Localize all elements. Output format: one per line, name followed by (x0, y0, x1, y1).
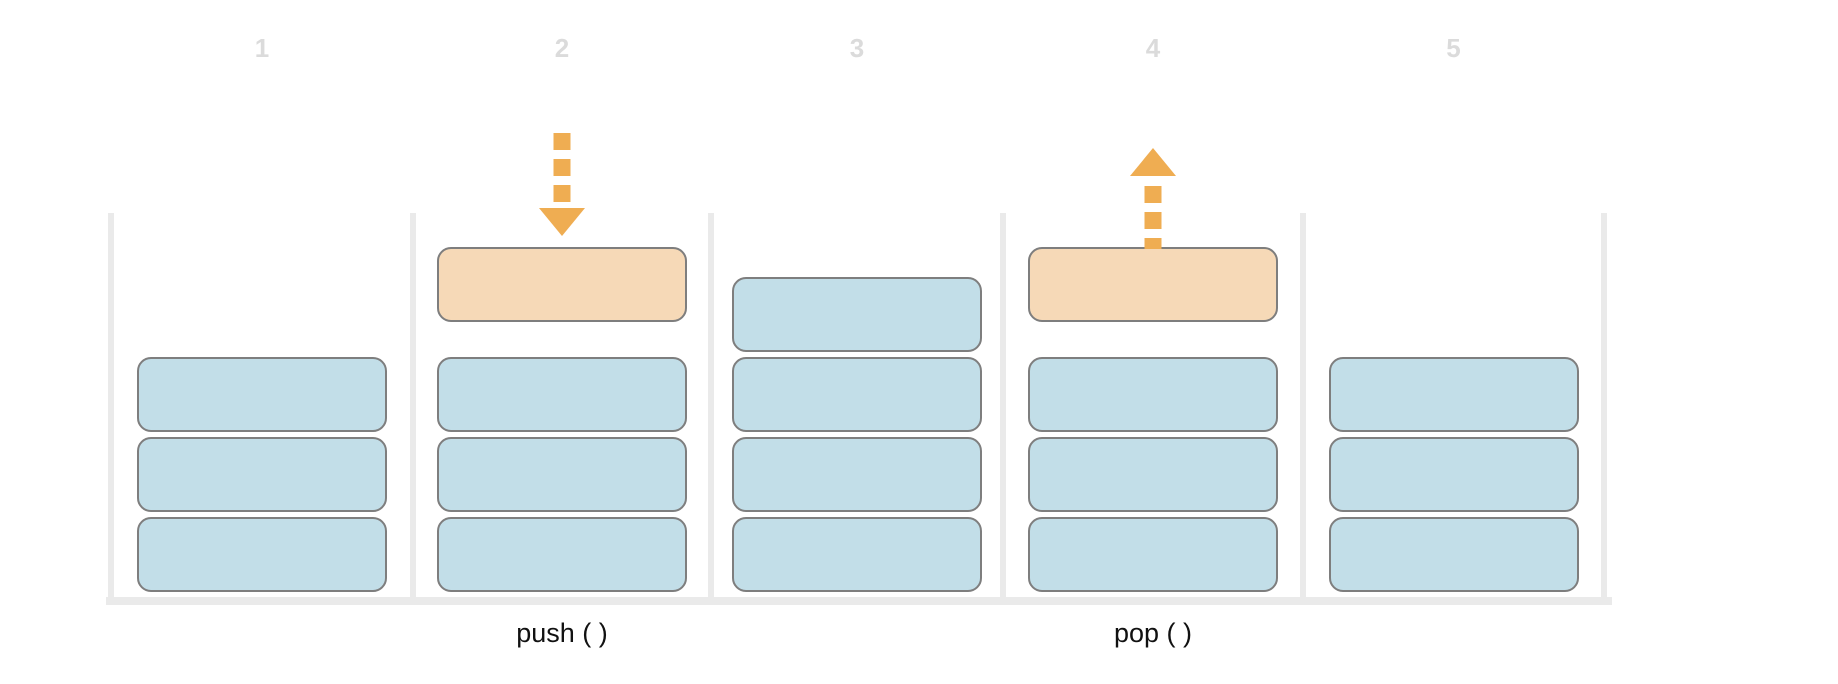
stack-block-blue (732, 277, 982, 352)
container-right-wall (1601, 213, 1607, 597)
stack-block-blue (437, 357, 687, 432)
pop-arrow-icon (1130, 148, 1176, 249)
stack-block-blue (732, 357, 982, 432)
pop-operation-label: pop ( ) (1113, 618, 1193, 648)
column-index-4: 4 (1145, 33, 1161, 63)
floating-stack-block-orange (1028, 247, 1278, 322)
stack-block-blue (1028, 517, 1278, 592)
column-divider-2 (708, 213, 714, 597)
push-arrow-icon (539, 133, 585, 236)
stack-column-4 (1006, 213, 1300, 597)
stack-block-blue (437, 517, 687, 592)
container-baseline (106, 597, 1612, 605)
stack-block-blue (732, 517, 982, 592)
stack-block-blue (137, 357, 387, 432)
stack-block-blue (137, 517, 387, 592)
stack-column-1 (114, 213, 410, 597)
column-index-5: 5 (1446, 33, 1461, 63)
column-divider-4 (1300, 213, 1306, 597)
stack-column-2 (416, 213, 708, 597)
stack-block-blue (1328, 437, 1579, 512)
column-index-1: 1 (254, 33, 270, 63)
stack-block-blue (137, 437, 387, 512)
stack-column-3 (714, 213, 1000, 597)
stack-block-blue (1328, 517, 1579, 592)
column-divider-3 (1000, 213, 1006, 597)
stack-block-blue (1328, 357, 1579, 432)
stack-block-blue (732, 437, 982, 512)
column-divider-1 (410, 213, 416, 597)
stack-block-blue (1028, 357, 1278, 432)
stack-block-blue (1028, 437, 1278, 512)
container-left-wall (108, 213, 114, 597)
column-index-2: 2 (554, 33, 570, 63)
push-operation-label: push ( ) (516, 618, 608, 648)
floating-stack-block-orange (437, 247, 687, 322)
column-index-3: 3 (849, 33, 865, 63)
stack-column-5 (1306, 213, 1601, 597)
stack-block-blue (437, 437, 687, 512)
